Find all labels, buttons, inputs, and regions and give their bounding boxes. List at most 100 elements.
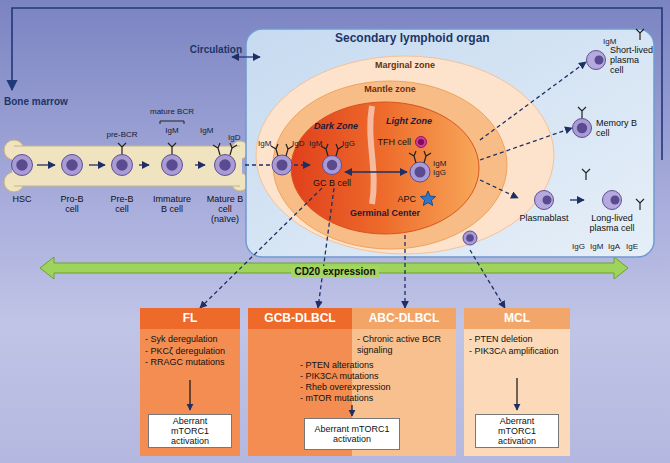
label-holder: IgM [258, 140, 276, 149]
cell-body [587, 51, 606, 70]
cell-icon [55, 154, 89, 176]
cell-symbol [535, 191, 554, 210]
cell-node: Immature B cell [149, 154, 195, 214]
label-holder: IgM [603, 38, 621, 47]
organ-panel: Secondary lymphoid organMarginal zoneMan… [245, 28, 655, 258]
cell-body [573, 119, 592, 138]
cell-node: Plasmablast [518, 190, 570, 223]
bullet-text: - mTOR mutations [300, 393, 410, 403]
node-text: GC B cell [310, 178, 354, 188]
connector-arrow [37, 164, 55, 165]
node-text: ABC-DLBCL [352, 308, 456, 329]
antibody-label: IgM [433, 160, 451, 169]
connector-arrow [570, 199, 584, 200]
antibody-label: IgM [603, 38, 621, 47]
cd20-arrow [40, 257, 628, 279]
bracket [160, 121, 184, 124]
antibody-label: IgM [160, 127, 184, 136]
node-text: Aberrant mTORC1 activation [309, 424, 395, 444]
receptor-symbol [118, 29, 644, 210]
node-text: - Chronic active BCR signaling [352, 334, 456, 354]
cell-node: Long-lived plasma cell [584, 190, 640, 233]
cell-node: APC [392, 191, 436, 207]
node-text: Immature B cell [149, 194, 195, 214]
label-holder: IgG [433, 169, 451, 178]
cell-icon [584, 190, 640, 210]
node-text: - PTEN deletion [464, 334, 570, 344]
flow-arrow [190, 378, 517, 416]
cell-icon [572, 118, 592, 138]
node-text: - PIK3CA amplification [464, 346, 570, 356]
cell-node: Short-lived plasma cell [586, 50, 654, 70]
bullet-text: - PIK3CA mutations [300, 371, 410, 381]
cell-symbol [62, 155, 83, 176]
zone-shape [291, 102, 479, 234]
node-text: TFH cell [377, 137, 411, 147]
zone-region: Mantle zoneDark ZoneLight ZoneGerminal C… [272, 80, 508, 250]
node-text: Mature B cell (naïve) [205, 194, 245, 224]
cell-symbol [420, 191, 435, 205]
cell-nucleus [577, 123, 587, 133]
node-text: Aberrant mTORC1 activation [480, 416, 554, 446]
cell-node: Pre-B cell [105, 154, 139, 214]
antibody-label: pre-BCR [100, 131, 144, 140]
cell-symbol [112, 155, 133, 176]
cell-nucleus [543, 196, 552, 205]
bullet-text: - Rheb overexpression [300, 382, 410, 392]
cell-nucleus [166, 159, 177, 170]
node-text: - RRAGC mutations [140, 357, 240, 367]
cell-symbol [603, 191, 622, 210]
cell-symbol [215, 155, 236, 176]
antibody-label: mature BCR [145, 108, 199, 117]
node-text: MCL [464, 308, 570, 329]
cell-icon [149, 154, 195, 176]
annotation-label: CD20 expression [291, 266, 378, 277]
text-holder: Dark Zone [314, 121, 368, 131]
node-text: - Syk deregulation [140, 334, 240, 344]
antibody-label: IgM [309, 140, 327, 149]
annotation-label: Circulation [186, 44, 242, 55]
label-holder: IgE [626, 243, 642, 252]
cell-icon [518, 190, 570, 210]
label-holder: pre-BCR [100, 131, 144, 140]
cell-nucleus [611, 196, 620, 205]
cell-icon [7, 154, 37, 176]
cell-nucleus [595, 56, 604, 65]
label-holder: IgM [433, 160, 451, 169]
node-text: Memory B cell [596, 118, 646, 138]
antibody-label: IgM [258, 140, 276, 149]
connector-arrow [318, 188, 334, 308]
zone-divider [370, 106, 373, 204]
label-holder: Bone marrow [4, 96, 84, 107]
outcome-box: Aberrant mTORC1 activation [148, 414, 232, 448]
cell-symbol [587, 51, 606, 70]
label-holder: IgA [608, 243, 624, 252]
zone-shape [256, 56, 554, 254]
cell-node: Mature B cell (naïve) [205, 154, 245, 224]
cell-symbol [323, 156, 342, 175]
cell-icon [205, 154, 245, 176]
node-text: FL [140, 308, 240, 329]
cell-nucleus [418, 139, 424, 145]
antibody-label: IgE [626, 243, 642, 252]
label-holder: IgM [200, 127, 218, 136]
cell-icon [105, 154, 139, 176]
antibody-label: IgG [572, 243, 588, 252]
node-text: Pre-B cell [105, 194, 139, 214]
label-holder: CD20 expression [290, 261, 380, 279]
cell-node: Memory B cell [572, 118, 646, 138]
text-holder: Germinal Center [345, 208, 425, 218]
text-holder: Marginal zone [370, 60, 440, 70]
cell-node: TFH cell [377, 136, 427, 148]
cell-icon [420, 191, 436, 207]
node-text: Light Zone [386, 116, 442, 126]
circulation-arrow [232, 56, 260, 57]
cell-icon [415, 136, 427, 148]
connector-arrow [139, 164, 149, 165]
text-holder: Secondary lymphoid organ [335, 32, 535, 45]
node-text: Short-lived plasma cell [610, 45, 654, 75]
connector-arrow [470, 250, 505, 308]
organ-shape [246, 29, 654, 257]
connector-arrow [480, 62, 586, 140]
node-text: Long-lived plasma cell [584, 213, 640, 233]
